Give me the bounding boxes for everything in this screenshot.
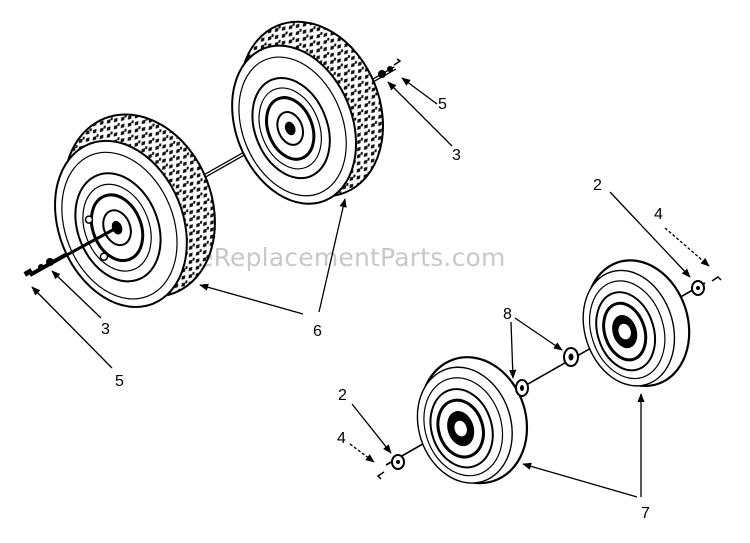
callout-8-washer: 8: [503, 306, 512, 323]
leader-lines: [31, 77, 710, 498]
callout-6-tire: 6: [313, 323, 322, 340]
washer-8a: [563, 347, 579, 367]
front-left-hardware: [376, 454, 405, 480]
callout-2-front-right: 2: [593, 177, 602, 194]
callout-7-wheel: 7: [641, 505, 650, 522]
callout-3-rear-left: 3: [101, 321, 110, 338]
front-wheel-left: [416, 356, 529, 485]
callout-5-rear-right: 5: [438, 96, 447, 113]
callout-2-front-left: 2: [338, 387, 347, 404]
rear-tire-left: [54, 113, 216, 309]
callout-4-front-right: 4: [654, 206, 663, 223]
rear-right-hardware: [378, 58, 402, 78]
callout-4-front-left: 4: [337, 430, 346, 447]
washer-8b: [515, 379, 529, 397]
callout-5-rear-left: 5: [115, 373, 124, 390]
front-wheel-right: [582, 259, 691, 388]
front-right-hardware: [691, 276, 722, 296]
callout-3-rear-right: 3: [452, 147, 461, 164]
watermark: eReplacementParts.com: [198, 243, 506, 272]
rear-left-hardware: [23, 258, 54, 277]
rear-tire-right: [231, 20, 384, 205]
